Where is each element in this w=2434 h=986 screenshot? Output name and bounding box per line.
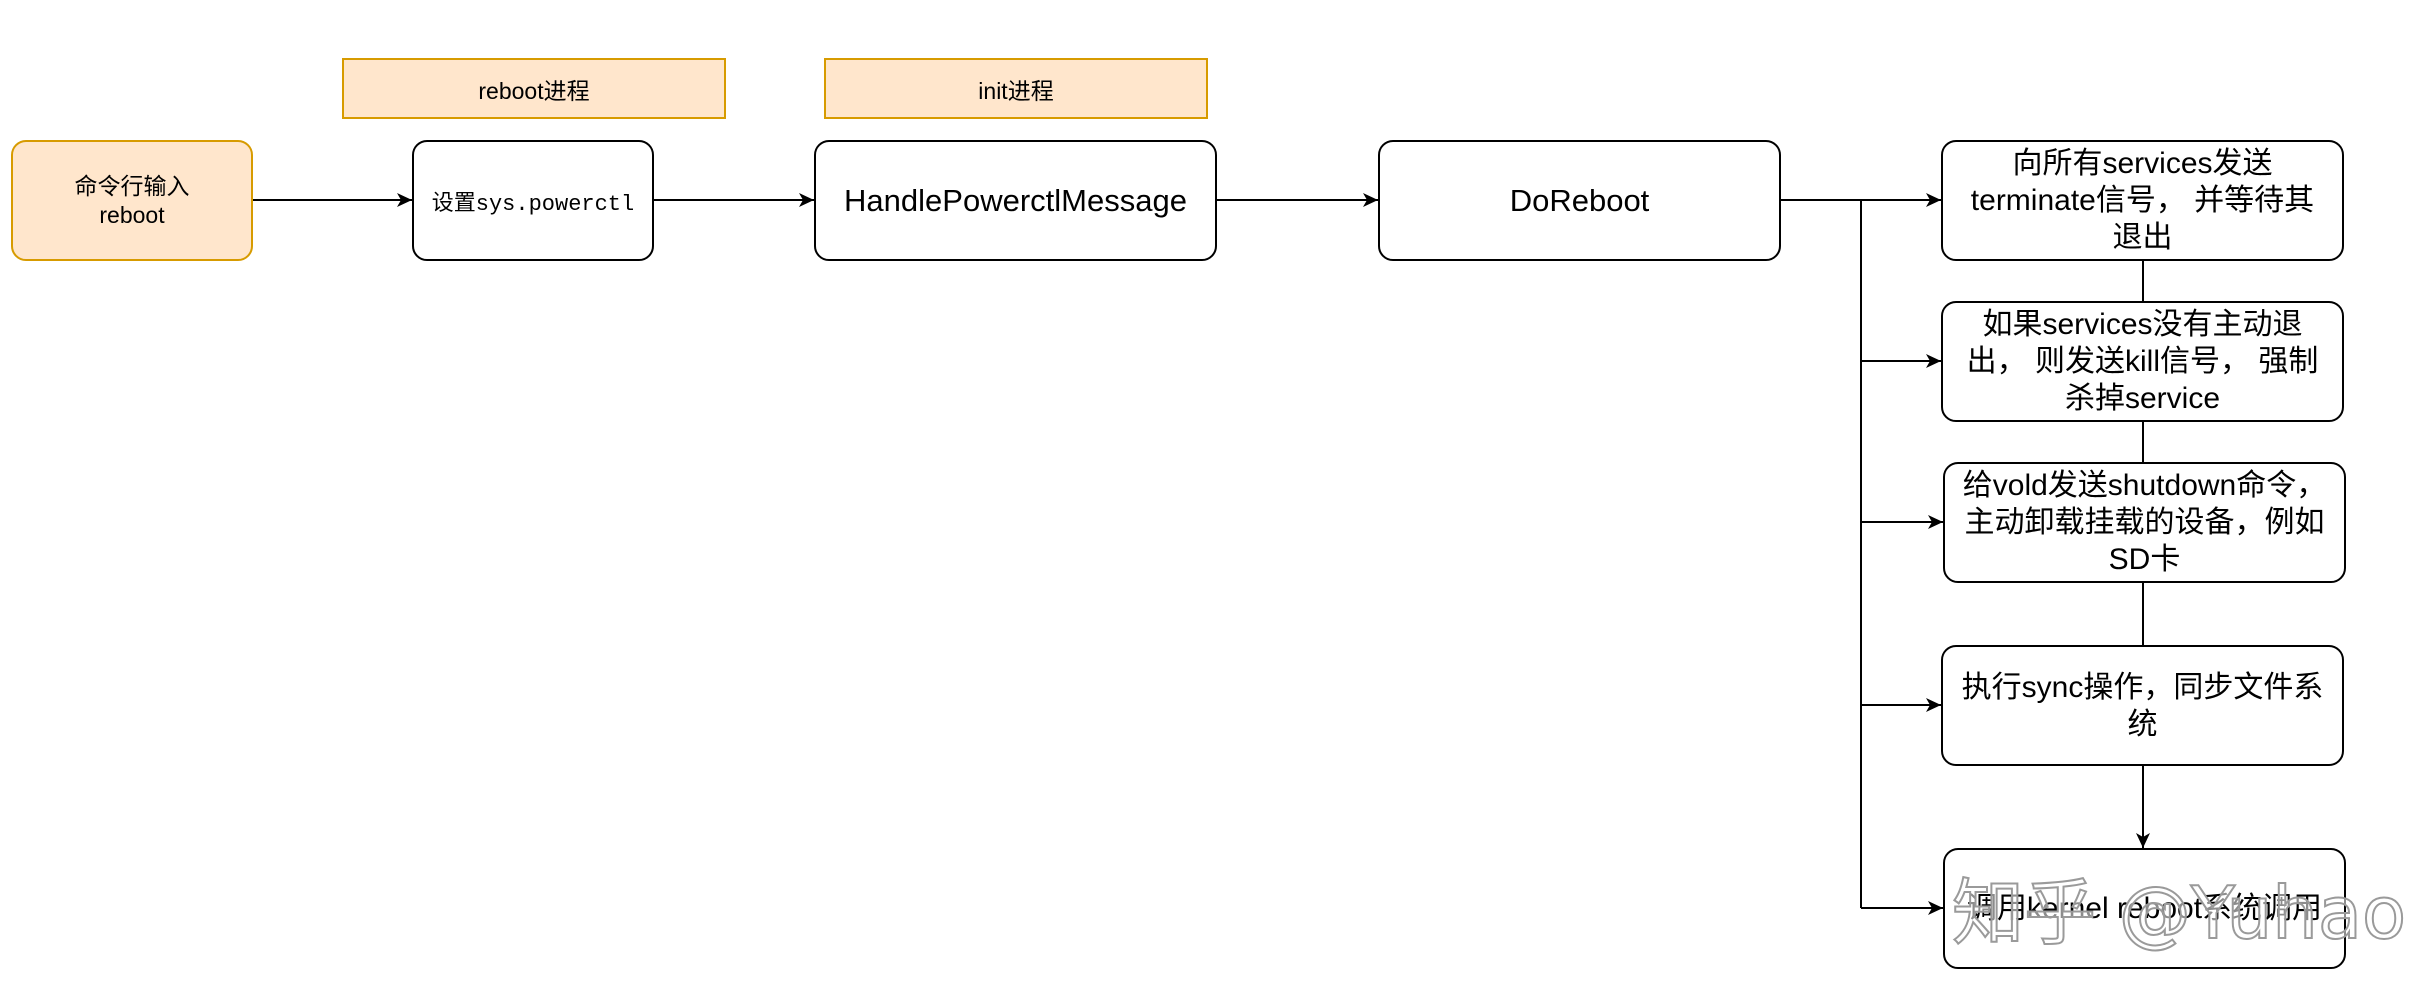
step-kernel-reboot-syscall: 调用kernel reboot系统调用 [1943,848,2346,969]
lane-label-init-text: init进程 [978,77,1054,104]
node-set-powerctl: 设置sys.powerctl [412,140,654,261]
step-3-line-2: 主动卸载挂载的设备，例如 [1964,506,2325,539]
node-do-reboot-text: DoReboot [1509,182,1650,218]
step-sync-filesystem: 执行sync操作，同步文件系 统 [1941,645,2344,766]
step-terminate-services: 向所有services发送 terminate信号， 并等待其 退出 [1941,140,2344,261]
node-do-reboot: DoReboot [1378,140,1781,261]
step-1-line-1: 向所有services发送 [2012,147,2273,180]
step-1-line-2: terminate信号， 并等待其 [1970,184,2315,217]
step-2-line-2: 出， 则发送kill信号， 强制 [1966,345,2319,378]
node-set-powerctl-prefix: 设置 [431,189,476,215]
step-vold-shutdown: 给vold发送shutdown命令， 主动卸载挂载的设备，例如 SD卡 [1943,462,2346,583]
lane-label-reboot-process: reboot进程 [342,58,726,119]
node-command-line-input: 命令行输入 reboot [11,140,253,261]
step-1-line-3: 退出 [2112,221,2173,254]
step-2-line-1: 如果services没有主动退 [1982,308,2303,341]
step-3-line-3: SD卡 [2108,543,2181,576]
step-3-line-1: 给vold发送shutdown命令， [1962,469,2327,502]
node-handle-powerctl-message: HandlePowerctlMessage [814,140,1217,261]
node-command-line-input-line-2: reboot [99,201,165,228]
step-4-line-1: 执行sync操作，同步文件系 [1961,670,2324,704]
lane-label-init-process: init进程 [824,58,1208,119]
node-set-powerctl-text: 设置sys.powerctl [432,185,634,217]
lane-label-reboot-text: reboot进程 [478,77,590,104]
step-5-line-1: 调用kernel reboot系统调用 [1966,892,2323,925]
node-handle-powerctl-message-text: HandlePowerctlMessage [844,182,1187,218]
step-kill-services: 如果services没有主动退 出， 则发送kill信号， 强制 杀掉servi… [1941,301,2344,422]
step-4-line-2: 统 [2127,707,2158,741]
node-set-powerctl-code: sys.powerctl [475,191,635,217]
node-command-line-input-line-1: 命令行输入 [74,172,190,199]
step-2-line-3: 杀掉service [2064,382,2221,415]
